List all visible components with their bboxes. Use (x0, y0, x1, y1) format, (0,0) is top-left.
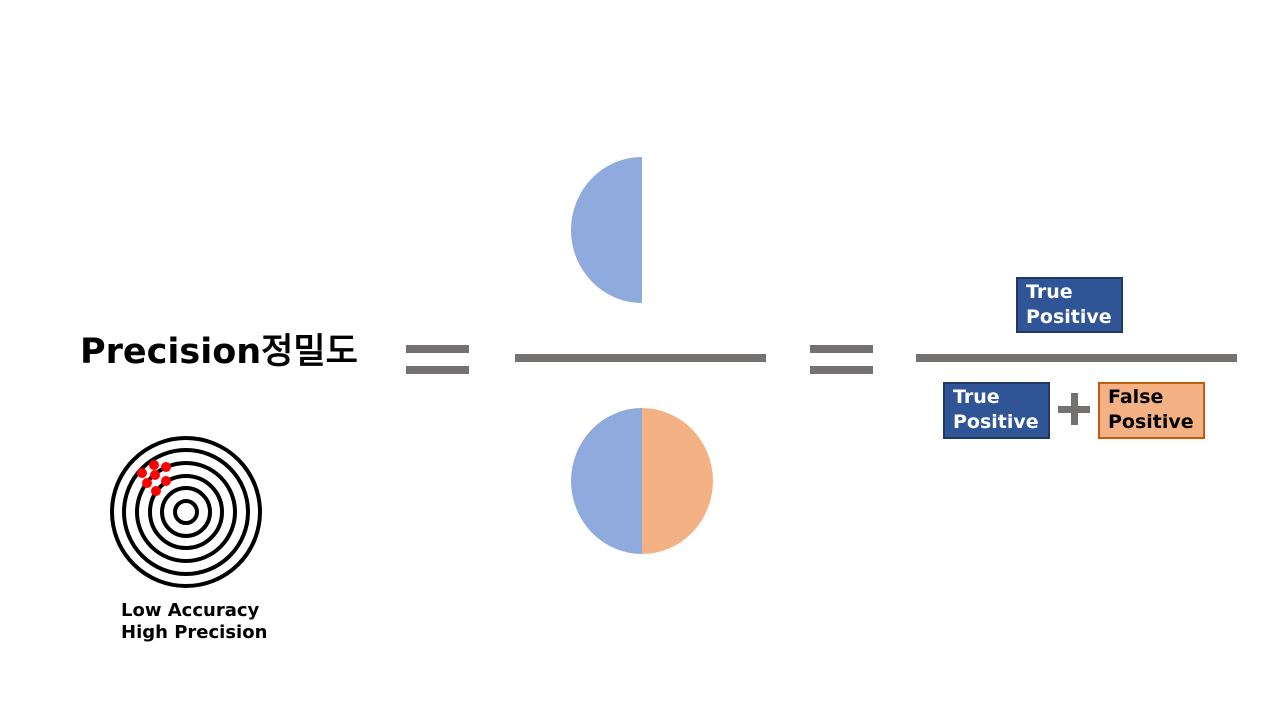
target-caption: Low Accuracy High Precision (121, 600, 267, 644)
target-ring-3 (135, 461, 237, 563)
target-ring-4 (148, 474, 224, 550)
numerator-half-circle (571, 157, 642, 303)
target-dot-3 (161, 462, 171, 472)
pictorial-fraction-bar (515, 354, 766, 362)
denominator-blue-half (571, 408, 642, 554)
term-fraction-bar (916, 354, 1237, 362)
target-icon (110, 436, 262, 588)
denominator-fp-line1: False (1108, 386, 1164, 408)
numerator-half-circle-shape (571, 157, 642, 303)
plus-icon (1058, 393, 1090, 425)
target-dot-2 (149, 460, 159, 470)
equals-sign-right-top-bar (810, 345, 873, 353)
equals-sign-left-bottom-bar (406, 366, 469, 374)
page-title: Precision정밀도 (80, 332, 358, 372)
numerator-line2: Positive (1026, 306, 1112, 328)
target-dot-7 (151, 486, 161, 496)
denominator-tp-line2: Positive (953, 411, 1039, 433)
denominator-orange-half (642, 408, 713, 554)
target-ring-5 (160, 486, 212, 538)
target-caption-line2: High Precision (121, 622, 268, 643)
target-ring-2 (122, 448, 250, 576)
denominator-tp-line1: True (953, 386, 1000, 408)
equals-sign-left-top-bar (406, 345, 469, 353)
target-dot-6 (161, 476, 171, 486)
equals-sign-right-bottom-bar (810, 366, 873, 374)
numerator-line1: True (1026, 281, 1073, 303)
denominator-false-positive-box: False Positive (1098, 382, 1205, 439)
target-dot-4 (150, 470, 160, 480)
denominator-circle (571, 408, 713, 554)
target-ring-6 (173, 499, 199, 525)
numerator-true-positive-box: True Positive (1016, 277, 1123, 333)
target-ring-1 (110, 436, 262, 588)
target-dot-1 (137, 468, 147, 478)
plus-vertical (1071, 393, 1078, 425)
denominator-fp-line2: Positive (1108, 411, 1194, 433)
denominator-true-positive-box: True Positive (943, 382, 1050, 439)
target-dot-5 (142, 478, 152, 488)
target-caption-line1: Low Accuracy (121, 600, 260, 621)
